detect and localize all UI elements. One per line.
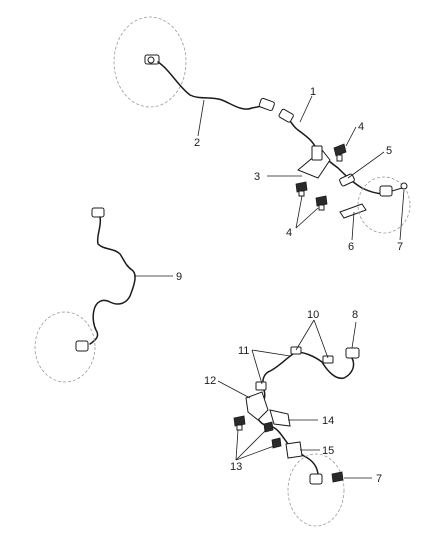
leader-lines: [134, 95, 405, 479]
callout-4-upper: 4: [358, 121, 364, 133]
top-cable-plug: [278, 108, 294, 123]
left-brake-rotor: [34, 311, 96, 383]
clip-5: [339, 173, 355, 187]
callout-5: 5: [386, 145, 392, 157]
callout-9: 9: [176, 271, 182, 283]
clip-10a: [290, 346, 302, 355]
clip-11: [255, 381, 267, 391]
callout-7-bottom: 7: [376, 473, 382, 485]
bracket-12: [245, 391, 269, 421]
callout-7-top: 7: [397, 241, 403, 253]
bolt-13a: [233, 415, 246, 431]
callout-13: 13: [230, 461, 242, 473]
top-left-wheel-sensor: [144, 54, 160, 65]
bottom-brake-rotor: [287, 453, 345, 527]
clip-10b: [322, 355, 334, 364]
top-left-brake-rotor: [113, 16, 187, 108]
callout-14: 14: [322, 415, 334, 427]
bolt-4-lower-a: [295, 181, 308, 197]
top-cable-connector: [258, 97, 275, 112]
callout-labels: 1 2 3 4 4 5 6 7 9 10 8 11 12 14 15 13 7: [176, 86, 403, 485]
bolt-13b: [263, 421, 274, 433]
left-sensor-assembly: [34, 207, 136, 383]
callout-15: 15: [322, 445, 334, 457]
bottom-sensor-assembly: [233, 346, 360, 527]
callout-12: 12: [204, 375, 216, 387]
callout-6: 6: [348, 241, 354, 253]
left-cable-connector: [91, 207, 105, 218]
callout-8: 8: [352, 309, 358, 321]
left-wheel-sensor: [75, 340, 89, 352]
callout-1: 1: [310, 86, 316, 98]
callout-10: 10: [307, 309, 319, 321]
connector-8: [345, 347, 360, 359]
bottom-wheel-sensor: [309, 471, 344, 485]
bracket-15: [285, 441, 303, 459]
callout-4-lower: 4: [286, 227, 292, 239]
bracket-6: [339, 203, 367, 219]
callout-2: 2: [194, 137, 200, 149]
callout-11: 11: [238, 345, 249, 357]
top-right-wheel-sensor: [379, 182, 408, 197]
mounting-bracket-3: [297, 145, 331, 179]
bracket-14: [269, 409, 291, 427]
sensor-cable-1: [281, 113, 387, 195]
callout-3: 3: [254, 171, 260, 183]
top-sensor-assembly: [113, 16, 411, 234]
bolt-13c: [271, 437, 282, 449]
sensor-cable-9: [89, 216, 136, 345]
sensor-cable-2: [157, 61, 263, 110]
bolt-4-upper: [333, 143, 347, 162]
top-right-brake-rotor: [357, 176, 411, 234]
bolt-4-lower-b: [315, 195, 328, 211]
